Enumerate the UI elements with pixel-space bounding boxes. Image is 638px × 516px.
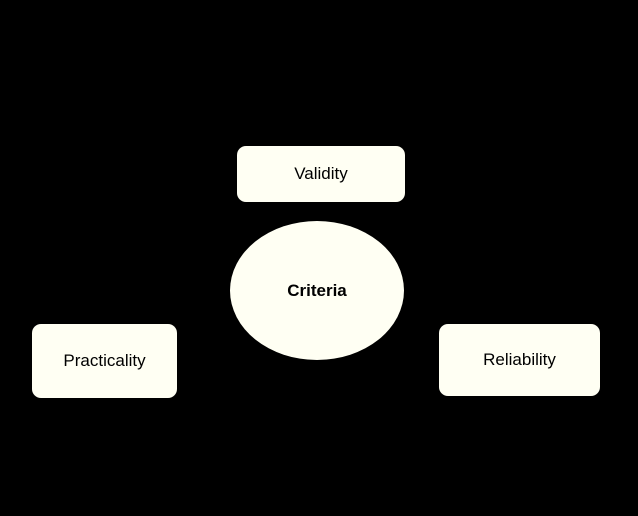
reliability-label: Reliability xyxy=(483,350,556,369)
reliability-node: Reliability xyxy=(439,324,600,396)
practicality-node: Practicality xyxy=(32,324,177,398)
criteria-label: Criteria xyxy=(287,280,347,300)
criteria-center-node: Criteria xyxy=(230,221,404,360)
validity-label: Validity xyxy=(294,164,348,183)
validity-node: Validity xyxy=(237,146,405,202)
practicality-label: Practicality xyxy=(63,351,146,370)
